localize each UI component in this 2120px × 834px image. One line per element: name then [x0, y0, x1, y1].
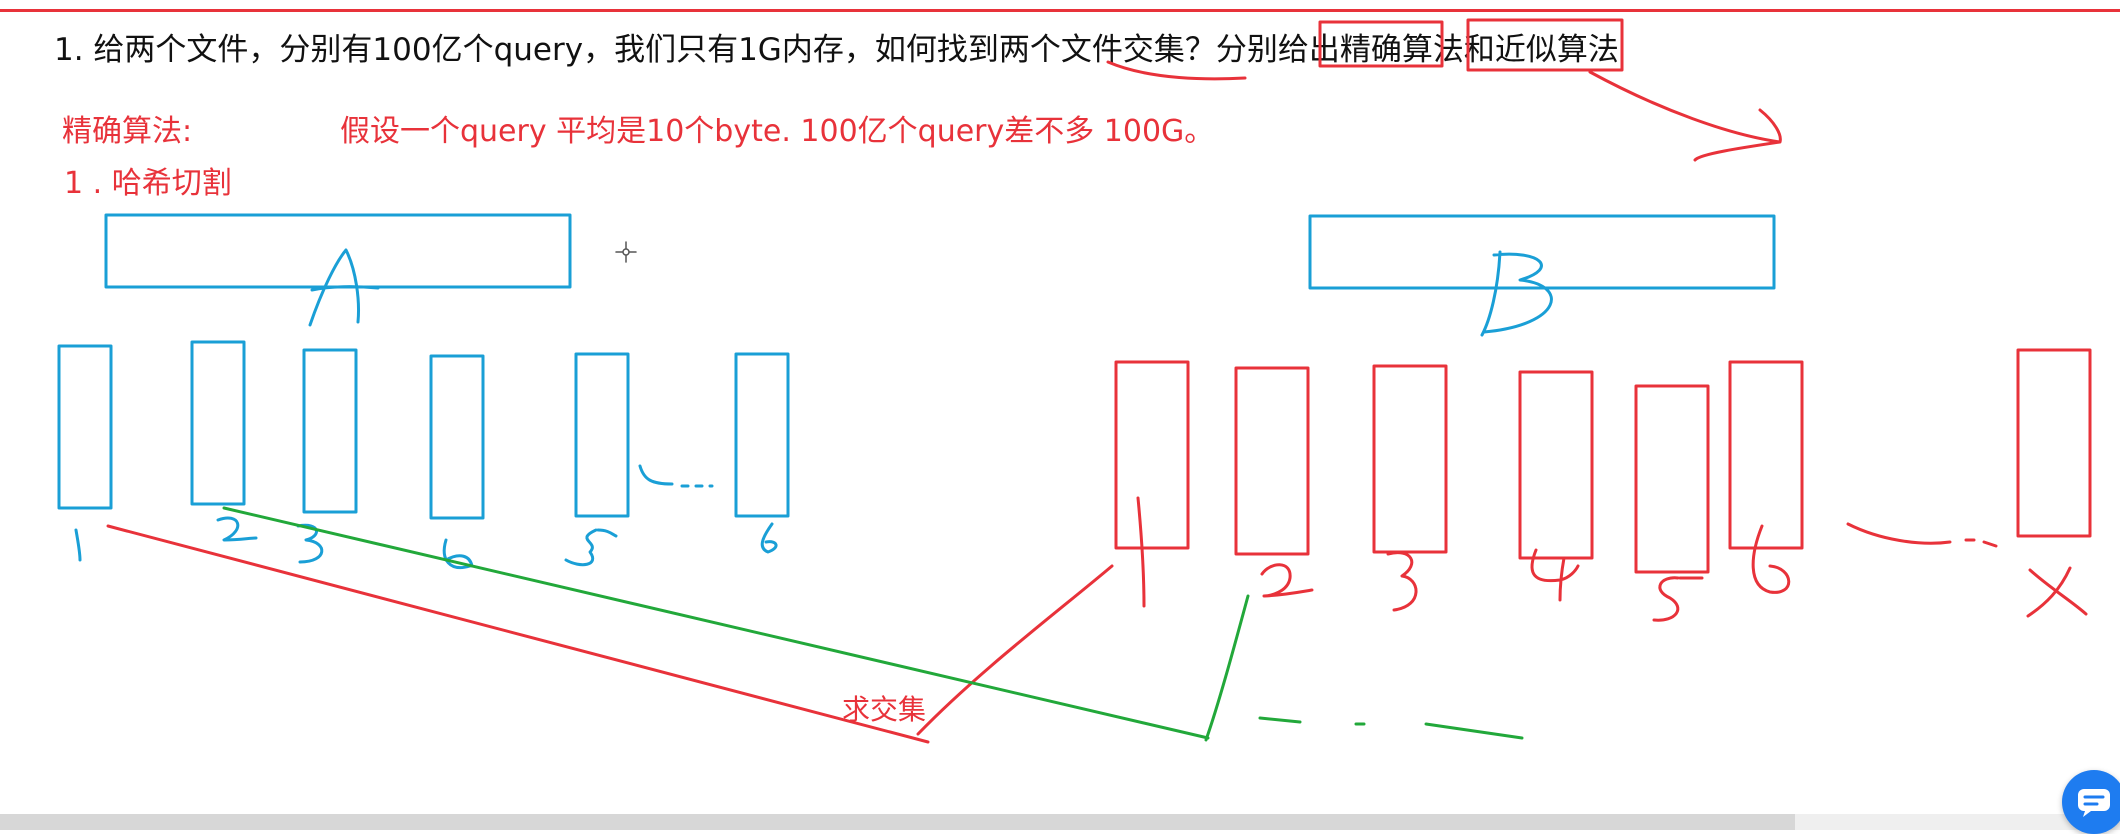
num-b-6 [1751, 524, 1791, 594]
horizontal-scrollbar[interactable] [0, 814, 1795, 830]
highlight-box-approx [1466, 18, 1624, 72]
crosshair-icon [615, 241, 637, 263]
green-link-line-a [222, 506, 1210, 740]
a-chunk-4 [429, 354, 485, 520]
b-chunk-2 [1234, 366, 1310, 556]
b-chunk-3 [1372, 364, 1448, 554]
arrow-to-approx [1588, 70, 1782, 162]
highlight-box-exact [1318, 20, 1444, 68]
a-chunk-3 [302, 348, 358, 514]
file-a-box [104, 213, 572, 289]
scrollbar-track-end [1795, 814, 2120, 830]
a-chunk-2 [190, 340, 246, 506]
handwritten-a [308, 248, 380, 327]
ellipsis-a [638, 464, 714, 488]
a-chunk-5 [574, 352, 630, 518]
hash-split-label: 1 . 哈希切割 [64, 166, 232, 201]
num-b-2 [1260, 563, 1314, 598]
num-a-2 [216, 516, 258, 542]
num-a-3 [296, 523, 324, 564]
handwritten-b [1480, 250, 1553, 337]
b-chunk-5 [1634, 384, 1710, 574]
chat-icon [2078, 789, 2110, 817]
green-link-line-b [1204, 594, 1250, 742]
ellipsis-b [1846, 522, 1998, 548]
num-b-1 [1136, 496, 1146, 608]
b-chunk-x [2016, 348, 2092, 538]
num-b-5 [1652, 576, 1704, 622]
num-b-4 [1530, 548, 1580, 602]
intersect-label: 求交集 [842, 693, 927, 726]
num-a-4 [442, 538, 474, 569]
num-a-1 [74, 528, 82, 562]
file-b-box [1308, 214, 1776, 290]
num-a-5 [564, 528, 618, 567]
question-text: 1. 给两个文件，分别有100亿个query，我们只有1G内存，如何找到两个文件… [54, 32, 1619, 68]
b-chunk-4 [1518, 370, 1594, 560]
b-chunk-6 [1728, 360, 1804, 550]
assumption-text: 假设一个query 平均是10个byte. 100亿个query差不多 100G… [340, 114, 1215, 149]
b-chunk-1 [1114, 360, 1190, 550]
red-link-line-b [916, 564, 1114, 736]
underline-stroke [1106, 60, 1247, 81]
green-dashes [1258, 716, 1524, 740]
chat-button[interactable] [2062, 770, 2120, 834]
num-b-3 [1386, 551, 1418, 612]
handwritten-x [2026, 566, 2088, 618]
a-chunk-1 [57, 344, 113, 510]
num-a-6 [760, 522, 778, 554]
red-link-line-a [106, 524, 930, 744]
top-divider [0, 9, 2120, 12]
exact-algorithm-label: 精确算法: [62, 114, 193, 149]
a-chunk-6 [734, 352, 790, 518]
